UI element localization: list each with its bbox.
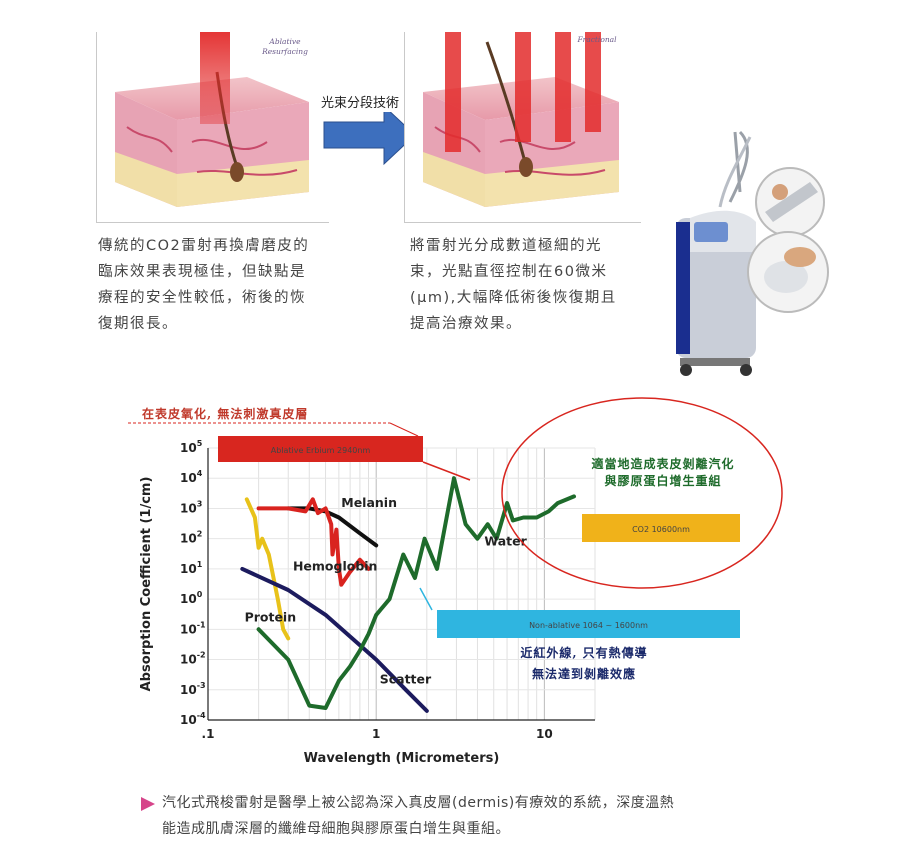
annotation-nir: 近紅外線, 只有熱傳導 <box>520 645 647 660</box>
series-line-protein <box>244 497 291 641</box>
caption-traditional: 傳統的CO2雷射再換膚磨皮的 臨床效果表現極佳，但缺點是 療程的安全性較低，術後… <box>98 233 338 337</box>
series-label: Protein <box>245 610 297 625</box>
caption-line: (μm),大幅降低術後恢復期且 <box>410 290 617 306</box>
y-tick-label: 103 <box>180 499 202 515</box>
y-tick-label: 104 <box>180 469 203 485</box>
fractional-illustration: Fractional <box>404 32 641 223</box>
series-label: Hemoglobin <box>293 558 378 573</box>
range-bar-label: Ablative Erbium 2940nm <box>271 446 371 455</box>
bullet-icon <box>140 796 156 816</box>
series-label: Water <box>484 533 527 548</box>
fractional-label: Fractional <box>576 35 617 44</box>
series-line-scatter <box>240 566 429 713</box>
y-tick-label: 100 <box>180 590 203 606</box>
y-tick-label: 102 <box>180 530 202 546</box>
annotation-nir: 無法達到剝離效應 <box>532 666 636 681</box>
x-tick-label: .1 <box>202 727 215 741</box>
annotation-epidermis: 在表皮氧化, 無法刺激真皮層 <box>142 406 308 421</box>
laser-machine-photo <box>660 122 835 380</box>
y-axis-label: Absorption Coefficient (1/cm) <box>139 477 154 692</box>
range-bar-label: Non-ablative 1064 ~ 1600nm <box>529 621 648 630</box>
caption-line: 傳統的CO2雷射再換膚磨皮的 <box>98 238 310 254</box>
y-tick-label: 10-2 <box>180 651 206 667</box>
y-tick-label: 10-4 <box>180 711 206 727</box>
annotation-co2: 適當地造成表皮剝離汽化 <box>591 456 734 471</box>
x-axis-label: Wavelength (Micrometers) <box>304 751 500 766</box>
series-line-water <box>256 476 576 710</box>
y-tick-label: 10-3 <box>180 681 206 697</box>
ablative-illustration: Ablative Resurfacing <box>96 32 329 223</box>
transition-arrow <box>322 100 417 170</box>
x-tick-label: 1 <box>372 727 380 741</box>
y-tick-label: 10-1 <box>180 620 206 636</box>
series-line-hemoglobin <box>256 497 371 587</box>
range-bar <box>437 610 740 638</box>
range-bar <box>218 436 423 462</box>
caption-line: 提高治療效果。 <box>410 316 522 332</box>
footer-line: 汽化式飛梭雷射是醫學上被公認為深入真皮層(dermis)有療效的系統，深度溫熱 <box>162 795 675 811</box>
caption-line: 將雷射光分成數道極細的光 <box>410 238 602 254</box>
highlight-ellipse <box>501 397 783 589</box>
x-tick-label: 10 <box>536 727 553 741</box>
svg-text:Resurfacing: Resurfacing <box>261 47 308 56</box>
bar-connector <box>422 461 471 481</box>
footer-line: 能造成肌膚深層的纖維母細胞與膠原蛋白增生與重組。 <box>162 821 510 837</box>
range-bar-label: CO2 10600nm <box>632 525 690 534</box>
y-tick-label: 105 <box>180 439 203 455</box>
arrow-label: 光束分段技術 <box>318 91 403 112</box>
ablative-label: Ablative <box>268 37 301 46</box>
annotation-co2: 與膠原蛋白增生重組 <box>604 473 721 488</box>
annotation-connector <box>389 422 419 437</box>
y-tick-label: 101 <box>180 560 203 576</box>
caption-line: 束，光點直徑控制在60微米 <box>410 264 608 280</box>
series-label: Melanin <box>341 495 397 510</box>
range-bar <box>582 514 740 542</box>
series-label: Scatter <box>380 672 432 687</box>
footer-text: 汽化式飛梭雷射是醫學上被公認為深入真皮層(dermis)有療效的系統，深度溫熱 … <box>162 790 782 842</box>
caption-line: 復期很長。 <box>98 316 178 332</box>
bar-connector <box>419 587 433 611</box>
caption-line: 療程的安全性較低，術後的恢 <box>98 290 306 306</box>
caption-fractional: 將雷射光分成數道極細的光 束，光點直徑控制在60微米 (μm),大幅降低術後恢復… <box>410 233 650 337</box>
caption-line: 臨床效果表現極佳，但缺點是 <box>98 264 306 280</box>
